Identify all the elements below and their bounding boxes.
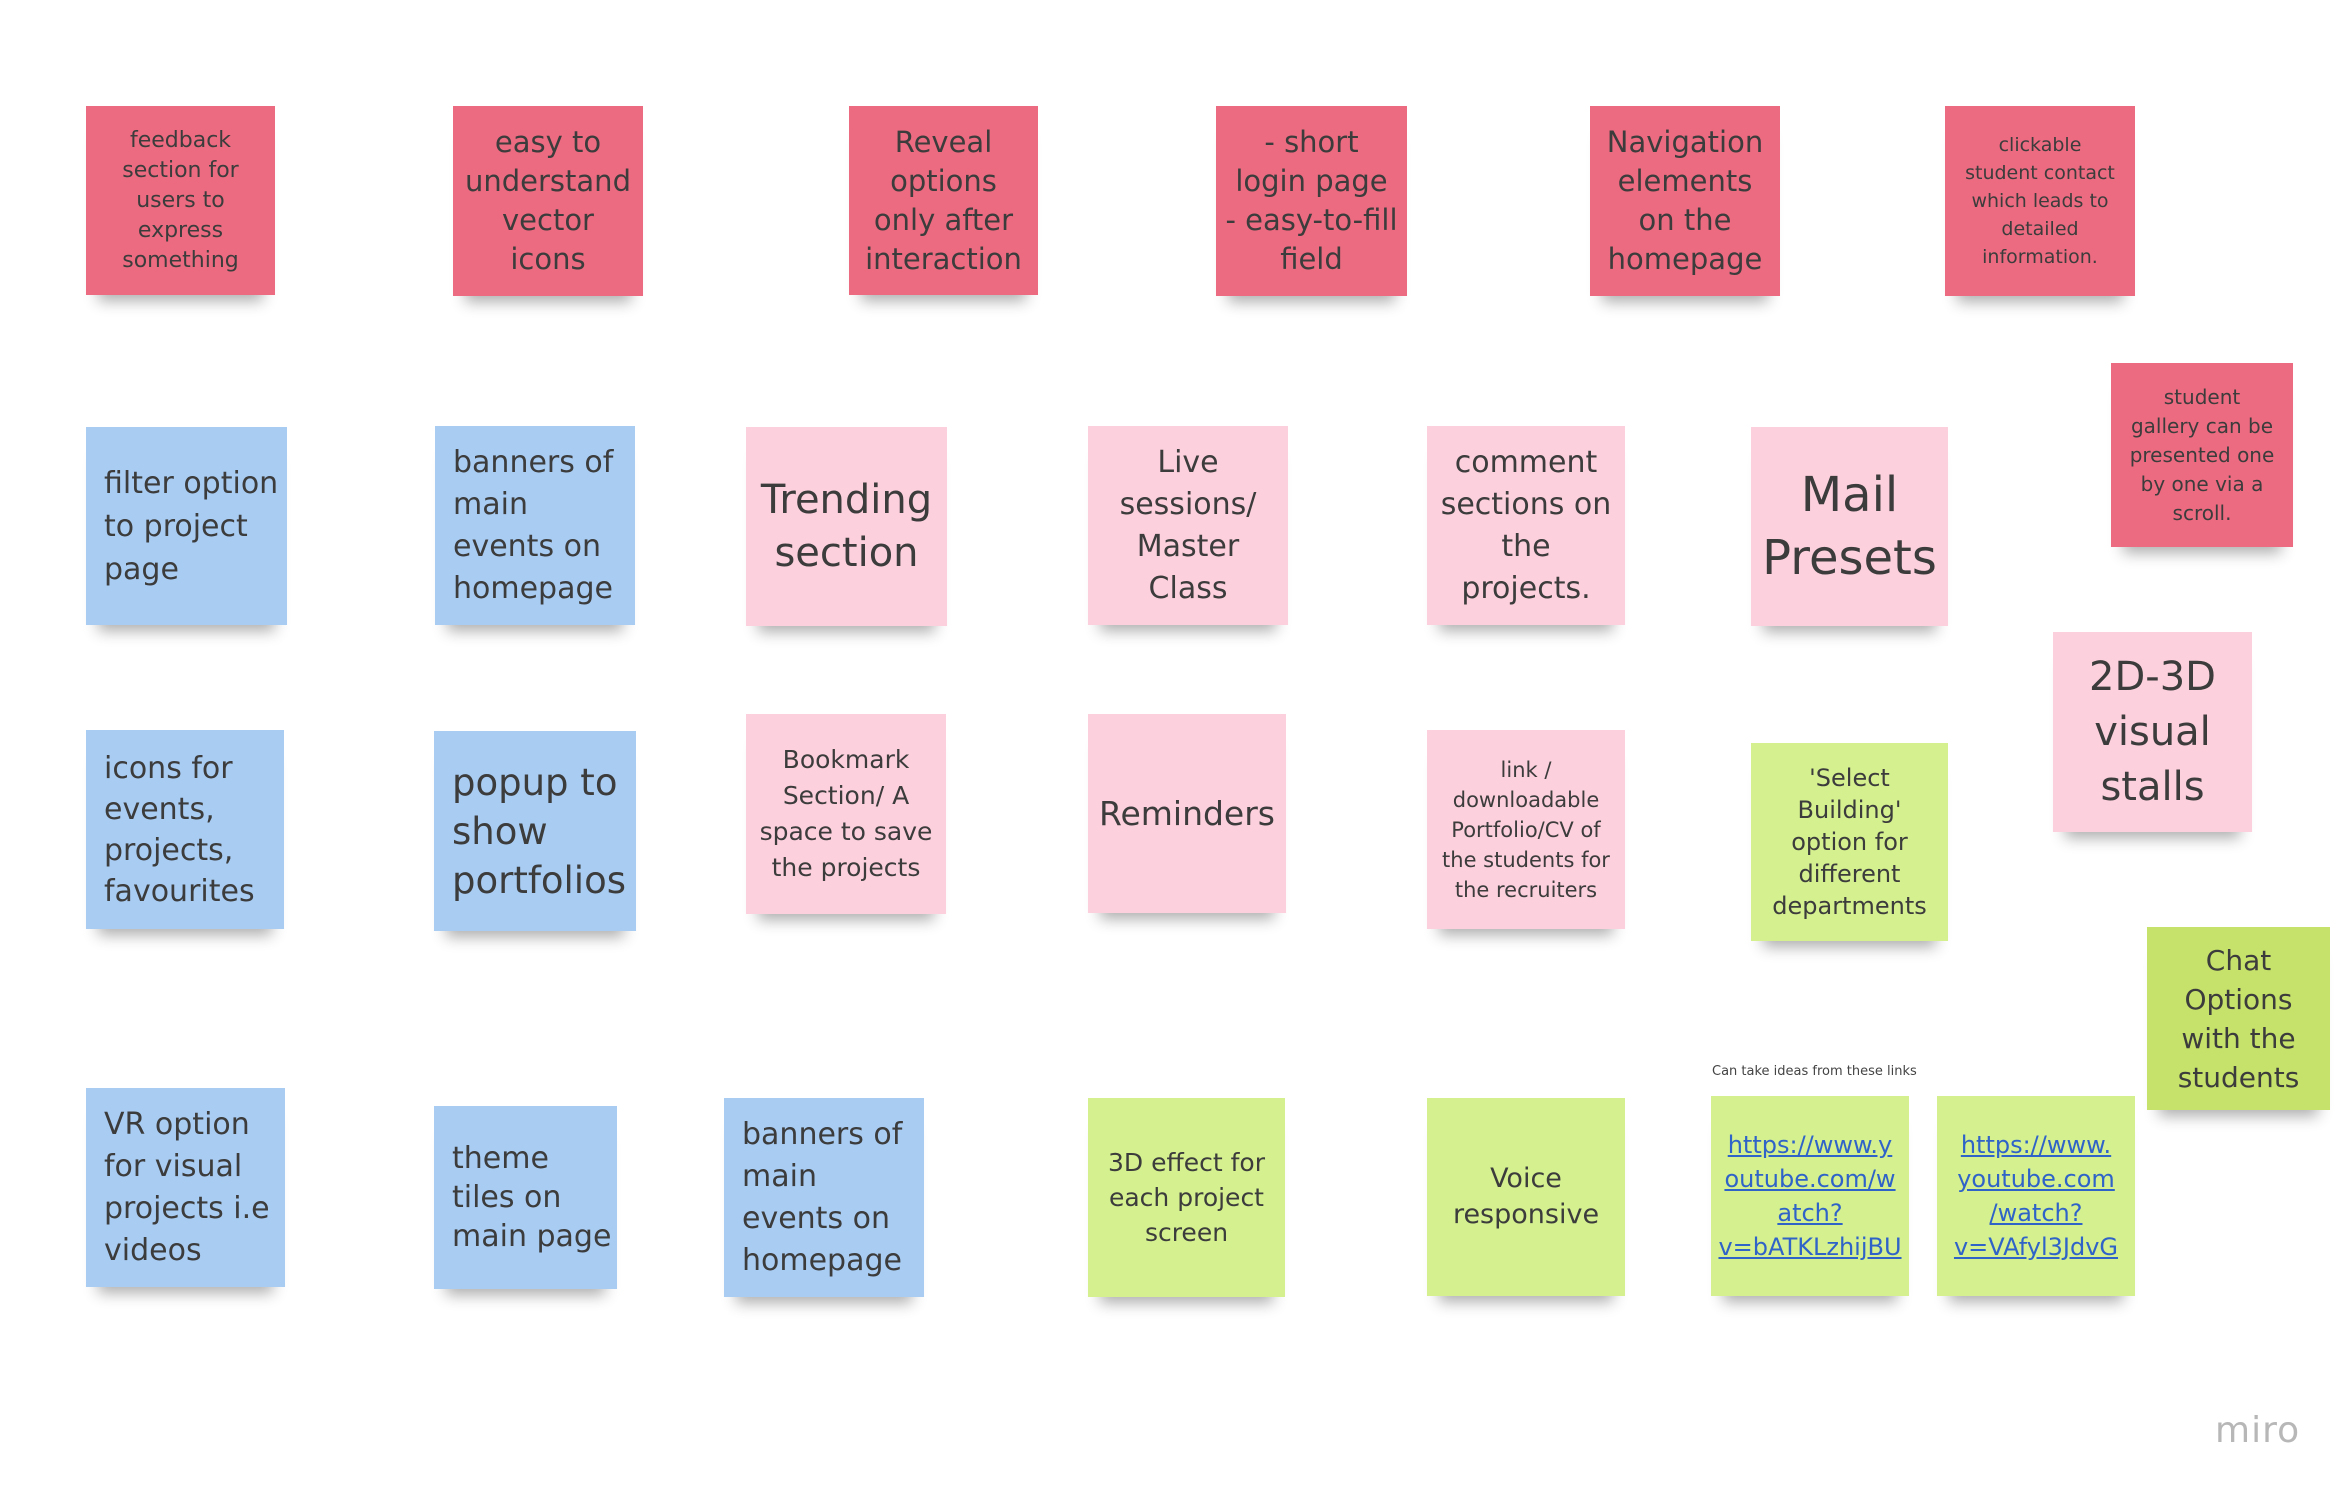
sticky-note[interactable]: link / downloadable Portfolio/CV of the … bbox=[1427, 730, 1625, 929]
sticky-note[interactable]: Reveal options only after interaction bbox=[849, 106, 1038, 295]
sticky-note-link[interactable]: https://www.y outube.com/w atch? v=bATKL… bbox=[1711, 1096, 1909, 1296]
sticky-note[interactable]: Mail Presets bbox=[1751, 427, 1948, 626]
sticky-note[interactable]: theme tiles on main page bbox=[434, 1106, 617, 1289]
sticky-note[interactable]: icons for events, projects, favourites bbox=[86, 730, 284, 929]
sticky-note-text: link / downloadable Portfolio/CV of the … bbox=[1442, 757, 1610, 902]
sticky-note[interactable]: feedback section for users to express so… bbox=[86, 106, 275, 295]
miro-logo: miro bbox=[2215, 1410, 2301, 1451]
sticky-note[interactable]: Trending section bbox=[746, 427, 947, 626]
sticky-note[interactable]: popup to show portfolios bbox=[434, 731, 636, 931]
sticky-note-text: theme tiles on main page bbox=[452, 1141, 612, 1254]
sticky-note[interactable]: Live sessions/ Master Class bbox=[1088, 426, 1288, 625]
sticky-note-text: icons for events, projects, favourites bbox=[104, 750, 255, 909]
sticky-note-text: popup to show portfolios bbox=[452, 760, 626, 902]
sticky-note-text: Live sessions/ Master Class bbox=[1119, 444, 1257, 606]
sticky-note-text: Reveal options only after interaction bbox=[865, 124, 1022, 276]
sticky-note-text: Reminders bbox=[1099, 793, 1275, 833]
sticky-note-text: filter option to project page bbox=[104, 465, 279, 587]
sticky-note[interactable]: comment sections on the projects. bbox=[1427, 426, 1625, 625]
sticky-note-text: Mail Presets bbox=[1762, 466, 1937, 586]
sticky-note[interactable]: VR option for visual projects i.e videos bbox=[86, 1088, 285, 1287]
sticky-note-text: - short login page - easy-to-fill field bbox=[1225, 125, 1398, 276]
sticky-note[interactable]: clickable student contact which leads to… bbox=[1945, 106, 2135, 296]
sticky-note-text: VR option for visual projects i.e videos bbox=[104, 1106, 270, 1268]
sticky-note[interactable]: Bookmark Section/ A space to save the pr… bbox=[746, 714, 946, 914]
sticky-note-text: 2D-3D visual stalls bbox=[2089, 653, 2216, 810]
sticky-note[interactable]: easy to understand vector icons bbox=[453, 106, 643, 296]
sticky-note-text: comment sections on the projects. bbox=[1440, 444, 1612, 606]
sticky-note[interactable]: Reminders bbox=[1088, 714, 1286, 913]
sticky-note-text: student gallery can be presented one by … bbox=[2129, 384, 2275, 525]
sticky-note[interactable]: Voice responsive bbox=[1427, 1098, 1625, 1296]
sticky-note[interactable]: Chat Options with the students bbox=[2147, 927, 2330, 1110]
sticky-note[interactable]: Navigation elements on the homepage bbox=[1590, 106, 1780, 296]
sticky-note[interactable]: - short login page - easy-to-fill field bbox=[1216, 106, 1407, 296]
sticky-note-text: easy to understand vector icons bbox=[465, 125, 631, 276]
sticky-note-text: Chat Options with the students bbox=[2177, 943, 2300, 1094]
sticky-note[interactable]: banners of main events on homepage bbox=[724, 1098, 924, 1297]
sticky-note-text: Voice responsive bbox=[1452, 1163, 1600, 1230]
sticky-note-text: clickable student contact which leads to… bbox=[1965, 134, 2115, 268]
sticky-note-text: feedback section for users to express so… bbox=[122, 127, 239, 273]
sticky-note-text: 'Select Building' option for different d… bbox=[1772, 764, 1927, 920]
sticky-note[interactable]: banners of main events on homepage bbox=[435, 426, 635, 625]
sticky-note-text: Trending section bbox=[760, 476, 933, 576]
links-caption: Can take ideas from these links bbox=[1712, 1064, 1917, 1079]
sticky-note[interactable]: 2D-3D visual stalls bbox=[2053, 632, 2252, 832]
sticky-note-text: Navigation elements on the homepage bbox=[1606, 125, 1764, 276]
sticky-note-text: Bookmark Section/ A space to save the pr… bbox=[759, 745, 933, 882]
sticky-note[interactable]: filter option to project page bbox=[86, 427, 287, 625]
youtube-link[interactable]: https://www. youtube.com /watch? v=VAfyl… bbox=[1953, 1131, 2119, 1261]
sticky-note-text: banners of main events on homepage bbox=[453, 444, 614, 606]
sticky-note-text: 3D effect for each project screen bbox=[1108, 1148, 1265, 1247]
youtube-link[interactable]: https://www.y outube.com/w atch? v=bATKL… bbox=[1718, 1131, 1902, 1261]
sticky-note[interactable]: student gallery can be presented one by … bbox=[2111, 363, 2293, 547]
sticky-note-link[interactable]: https://www. youtube.com /watch? v=VAfyl… bbox=[1937, 1096, 2135, 1296]
sticky-note-text: banners of main events on homepage bbox=[742, 1116, 903, 1278]
sticky-note[interactable]: 'Select Building' option for different d… bbox=[1751, 743, 1948, 941]
sticky-note[interactable]: 3D effect for each project screen bbox=[1088, 1098, 1285, 1297]
